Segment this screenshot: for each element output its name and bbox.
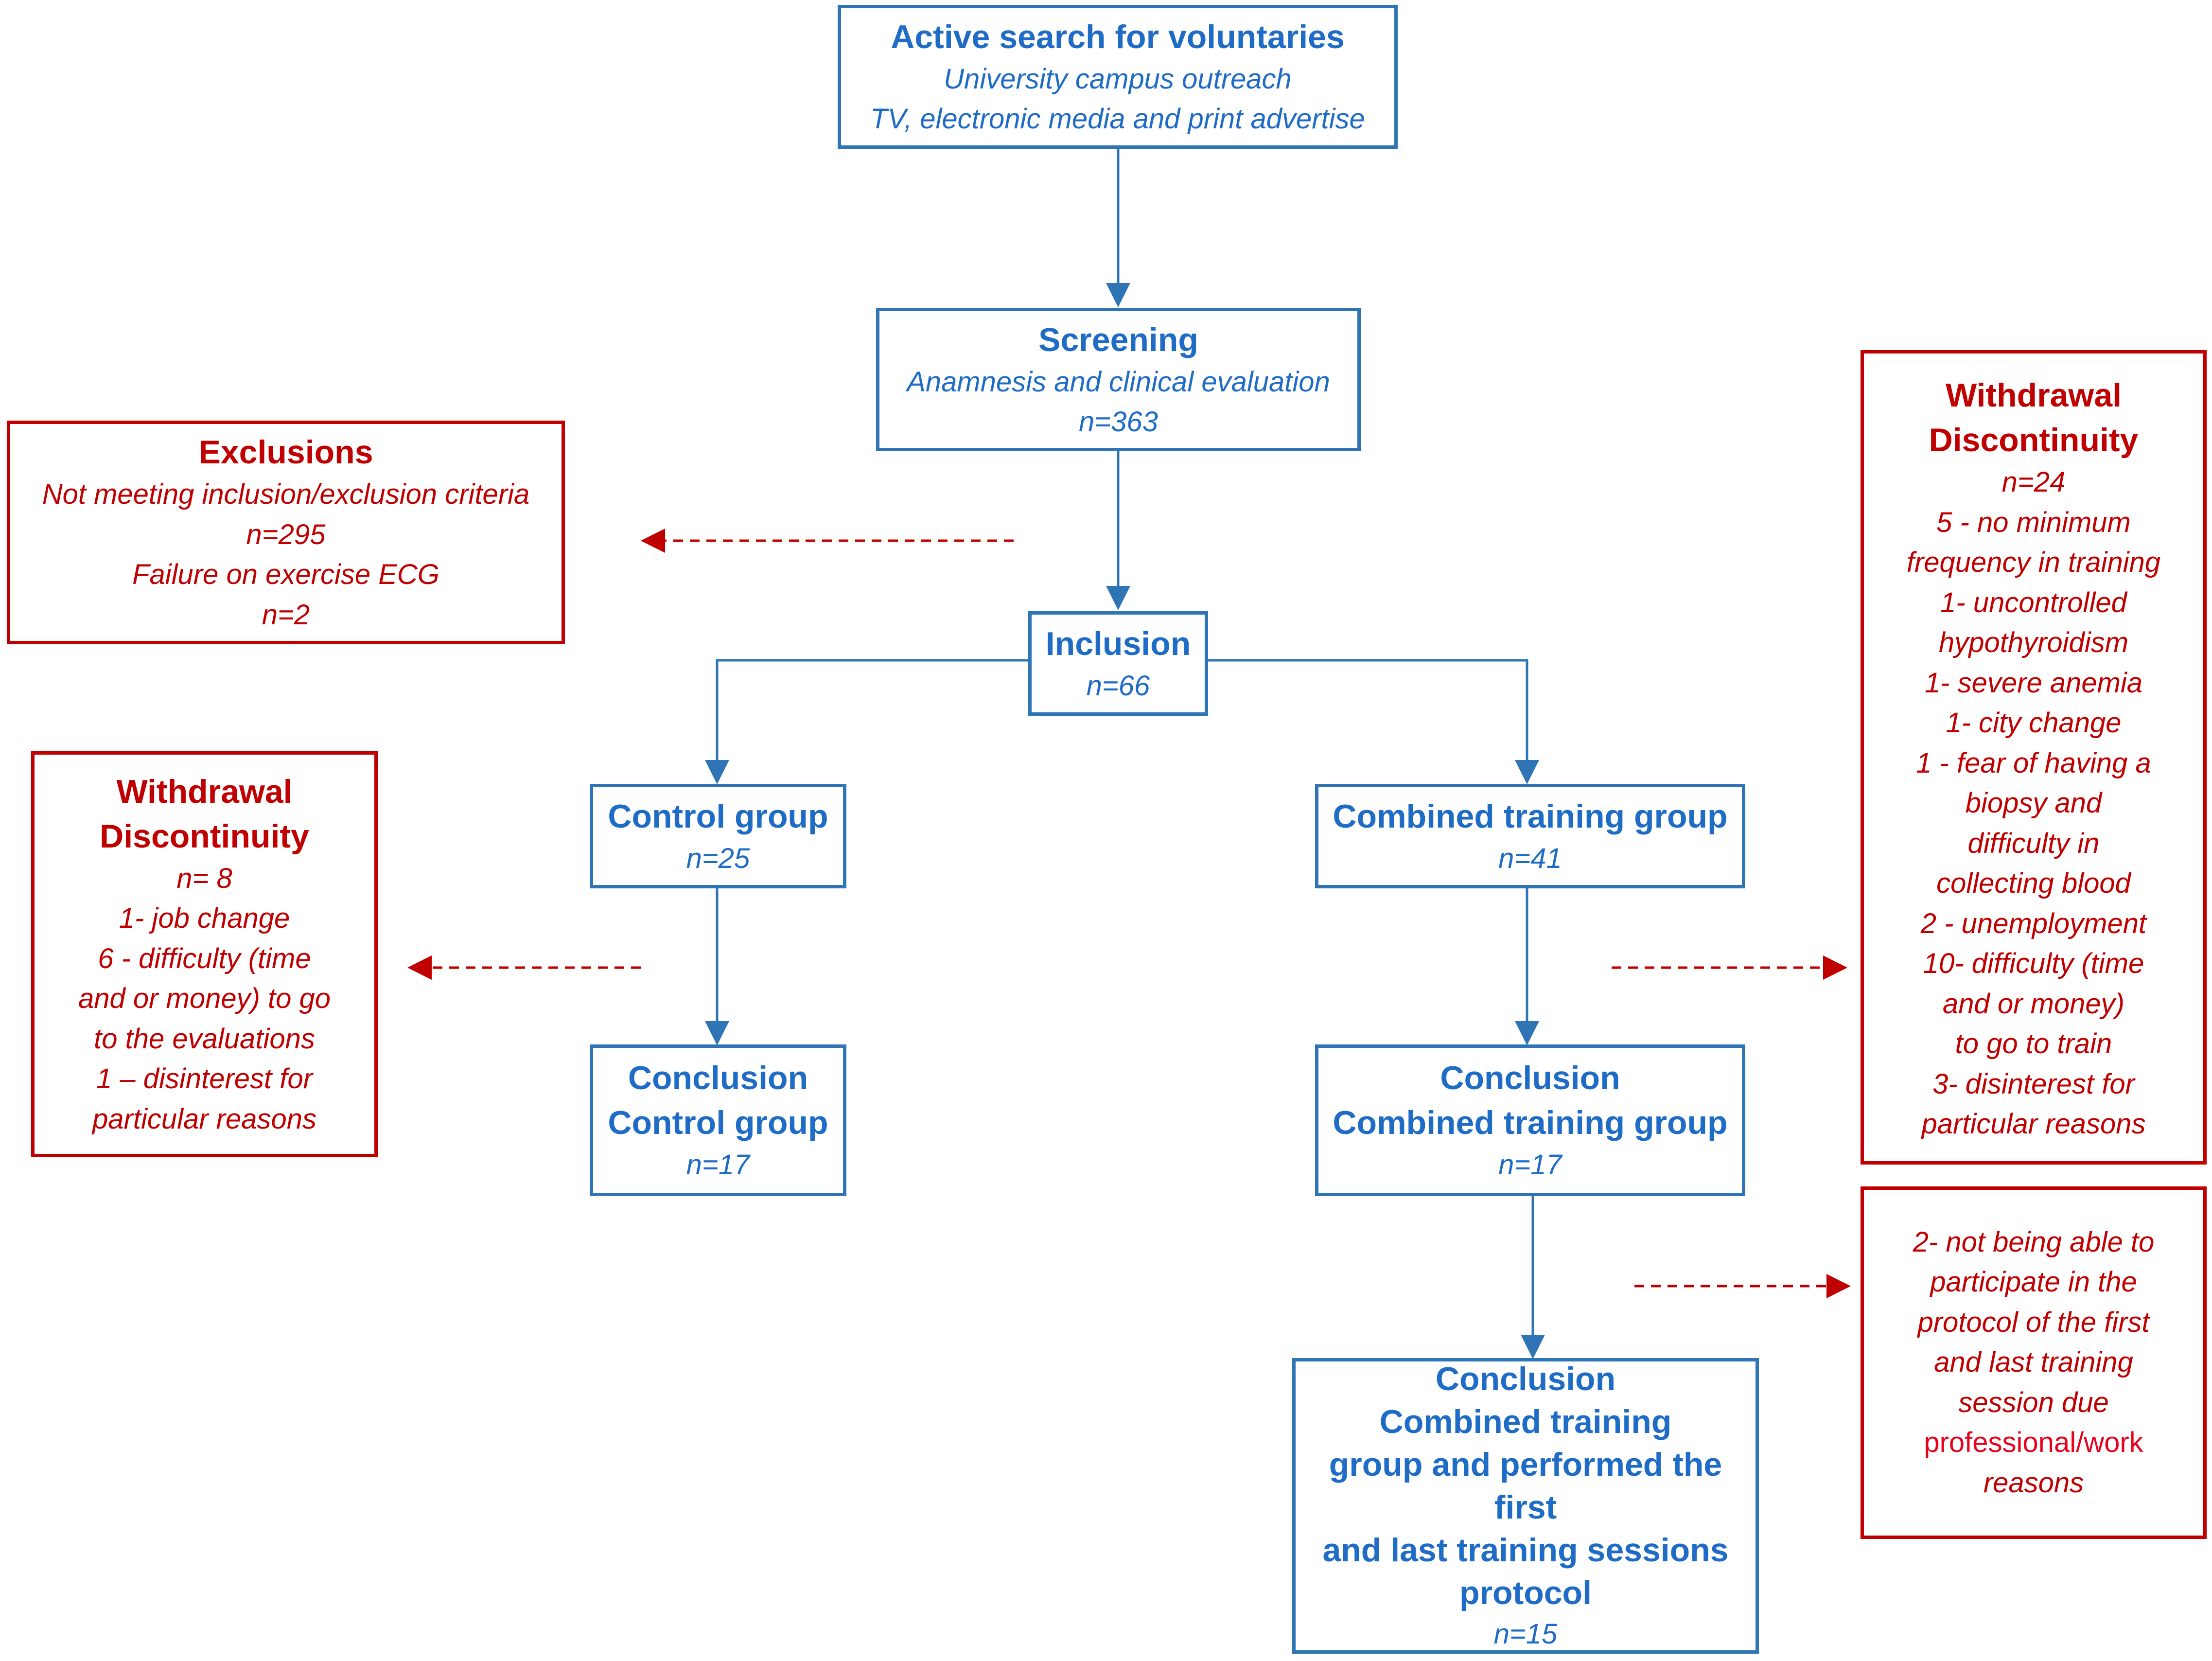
node-count: n=25 xyxy=(686,842,750,874)
node-title: Withdrawal xyxy=(116,773,293,810)
node-conclusion-control: Conclusion Control group n=17 xyxy=(590,1044,846,1196)
node-withdrawal-control: Withdrawal Discontinuity n= 8 1- job cha… xyxy=(31,751,378,1157)
node-title: Conclusion xyxy=(628,1060,808,1096)
node-combined-training-group: Combined training group n=41 xyxy=(1315,784,1745,888)
node-title: Screening xyxy=(1038,321,1198,358)
node-inclusion: Inclusion n=66 xyxy=(1028,611,1208,716)
node-count: n=363 xyxy=(1079,406,1158,438)
node-count: n=17 xyxy=(686,1149,750,1181)
node-active-search: Active search for voluntaries University… xyxy=(838,5,1398,149)
node-line: reasons xyxy=(1983,1467,2084,1499)
node-count: n=15 xyxy=(1493,1618,1558,1650)
node-line: collecting blood xyxy=(1936,867,2131,899)
node-line: difficulty in xyxy=(1967,827,2100,859)
node-withdrawal-combined: Withdrawal Discontinuity n=24 5 - no min… xyxy=(1861,350,2207,1165)
node-line: 1- job change xyxy=(119,902,290,935)
node-line: and or money) xyxy=(1943,988,2124,1020)
node-title: Discontinuity xyxy=(1929,422,2139,459)
node-title: protocol xyxy=(1459,1574,1592,1611)
node-line: biopsy and xyxy=(1965,787,2102,819)
node-line: 1 – disinterest for xyxy=(96,1063,313,1095)
node-line: and last training xyxy=(1934,1346,2133,1378)
node-line: University campus outreach xyxy=(944,63,1292,95)
node-line: session due xyxy=(1958,1386,2109,1418)
node-line: 1 - fear of having a xyxy=(1916,747,2151,779)
node-line: protocol of the first xyxy=(1917,1306,2150,1338)
node-line: and or money) to go xyxy=(78,983,331,1015)
node-title: Discontinuity xyxy=(100,817,309,855)
node-title: Combined training group xyxy=(1333,797,1728,835)
node-line: particular reasons xyxy=(92,1103,316,1135)
node-line: 1- severe anemia xyxy=(1924,667,2143,699)
node-title: Inclusion xyxy=(1045,625,1191,662)
node-line: TV, electronic media and print advertise xyxy=(870,103,1365,135)
node-title: Conclusion xyxy=(1440,1060,1620,1096)
node-title: and last training sessions xyxy=(1322,1532,1729,1569)
node-line: professional/work xyxy=(1924,1427,2143,1459)
node-title: Exclusions xyxy=(198,434,373,471)
node-title: Control group xyxy=(608,1104,828,1141)
node-count: n=295 xyxy=(246,518,326,550)
node-line: 2- not being able to xyxy=(1913,1226,2155,1258)
node-not-able-to-participate: 2- not being able to participate in the … xyxy=(1861,1186,2207,1539)
node-title: Combined training group xyxy=(1333,1104,1728,1141)
node-exclusions: Exclusions Not meeting inclusion/exclusi… xyxy=(7,421,565,644)
node-line: to go to train xyxy=(1955,1028,2112,1060)
node-count: n=2 xyxy=(262,599,310,631)
node-conclusion-combined: Conclusion Combined training group n=17 xyxy=(1315,1044,1745,1196)
node-title: Active search for voluntaries xyxy=(891,18,1345,55)
node-line: participate in the xyxy=(1930,1266,2137,1298)
node-line: 1- uncontrolled xyxy=(1940,586,2127,618)
arrow-inclusion-to-control xyxy=(705,659,1028,784)
node-line: 2 - unemployment xyxy=(1920,907,2147,939)
arrow-inclusion-to-combined xyxy=(1208,659,1539,784)
node-line: 6 - difficulty (time xyxy=(98,942,311,974)
node-count: n=17 xyxy=(1498,1149,1562,1181)
node-line: 10- difficulty (time xyxy=(1923,948,2144,979)
node-line: 5 - no minimum xyxy=(1936,506,2131,538)
node-line: Failure on exercise ECG xyxy=(132,559,439,590)
node-title: group and performed the first xyxy=(1329,1446,1722,1526)
node-line: 1- city change xyxy=(1946,707,2122,739)
node-line: frequency in training xyxy=(1906,547,2161,578)
node-count: n=66 xyxy=(1086,670,1150,702)
node-title: Control group xyxy=(608,797,828,835)
node-line: 3- disinterest for xyxy=(1932,1068,2135,1100)
node-line: Not meeting inclusion/exclusion criteria xyxy=(42,478,530,510)
node-line: particular reasons xyxy=(1921,1108,2146,1140)
node-line: n=24 xyxy=(2001,466,2066,498)
node-count: n=41 xyxy=(1498,842,1562,874)
node-subtitle: Anamnesis and clinical evaluation xyxy=(907,366,1330,398)
node-line: n= 8 xyxy=(176,862,232,894)
node-title: Conclusion xyxy=(1435,1361,1616,1397)
node-line: to the evaluations xyxy=(94,1023,315,1055)
node-title: Withdrawal xyxy=(1945,377,2122,414)
node-conclusion-final: Conclusion Combined training group and p… xyxy=(1292,1358,1759,1654)
node-screening: Screening Anamnesis and clinical evaluat… xyxy=(876,308,1361,451)
node-title: Combined training xyxy=(1379,1403,1672,1440)
node-line: hypothyroidism xyxy=(1938,627,2129,658)
node-control-group: Control group n=25 xyxy=(590,784,846,888)
